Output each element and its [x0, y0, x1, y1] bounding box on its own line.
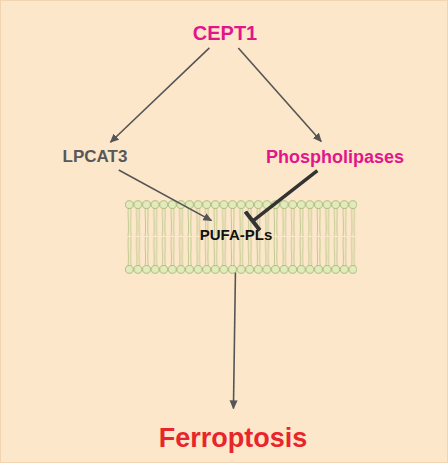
arrow-connector [238, 48, 321, 142]
arrow-connector [110, 48, 209, 142]
node-text: Phospholipases [266, 147, 404, 168]
membrane-label: PUFA-PLs [197, 224, 276, 245]
node-text: CEPT1 [193, 22, 257, 45]
outcome-label: Ferroptosis [156, 421, 311, 456]
node-text: PUFA-PLs [200, 226, 273, 243]
node-text: LPCAT3 [63, 147, 128, 167]
arrow-connector [119, 170, 212, 221]
arrow-connector [233, 272, 235, 408]
enzyme-label: CEPT1 [190, 20, 260, 47]
enzyme-label: Phospholipases [263, 145, 407, 170]
node-text: Ferroptosis [159, 423, 308, 454]
lower-leaflet [125, 237, 357, 274]
inhibition-connector [253, 171, 318, 221]
enzyme-label: LPCAT3 [60, 145, 131, 169]
